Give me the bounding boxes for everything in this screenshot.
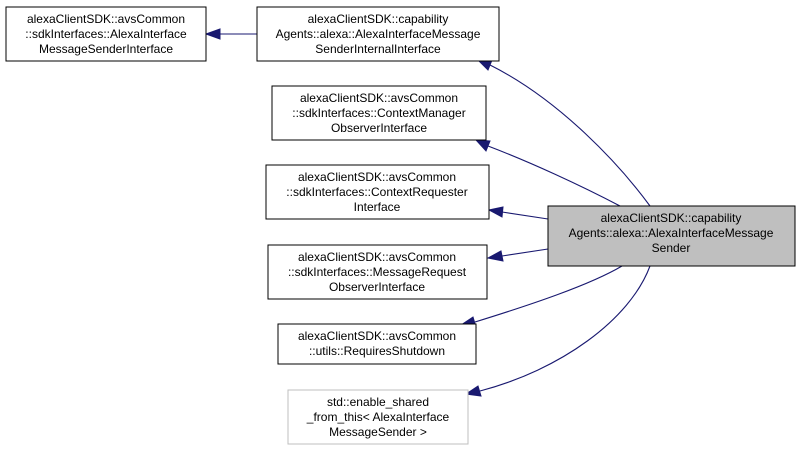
- node-requires-shutdown[interactable]: alexaClientSDK::avsCommon ::utils::Requi…: [277, 323, 477, 365]
- node-label-line: std::enable_shared: [327, 395, 429, 409]
- node-enable-shared-from-this[interactable]: std::enable_shared _from_this< AlexaInte…: [287, 389, 469, 445]
- node-label-line: ObserverInterface: [331, 121, 427, 135]
- node-label-line: alexaClientSDK::capability: [601, 211, 742, 225]
- node-label-line: Agents::alexa::AlexaInterfaceMessage: [276, 27, 481, 41]
- node-label-line: ::sdkInterfaces::MessageRequest: [288, 265, 467, 279]
- nodes: alexaClientSDK::avsCommon ::sdkInterface…: [5, 6, 796, 445]
- edge-sender-to-context-requester: [487, 206, 549, 220]
- node-label-line: alexaClientSDK::avsCommon: [298, 329, 456, 343]
- node-message-request-observer-interface[interactable]: alexaClientSDK::avsCommon ::sdkInterface…: [267, 244, 488, 300]
- node-label-line: Interface: [354, 200, 401, 214]
- node-label-line: ObserverInterface: [329, 280, 425, 294]
- node-label-line: alexaClientSDK::avsCommon: [298, 250, 456, 264]
- node-label-line: Sender: [652, 241, 691, 255]
- node-label-line: _from_this< AlexaInterface: [306, 410, 450, 424]
- node-alexa-interface-message-sender-internal-interface[interactable]: alexaClientSDK::capability Agents::alexa…: [256, 6, 500, 62]
- node-alexa-interface-message-sender[interactable]: alexaClientSDK::capability Agents::alexa…: [547, 205, 796, 267]
- node-label-line: Agents::alexa::AlexaInterfaceMessage: [569, 226, 774, 240]
- edge-sender-to-sender-internal: [477, 59, 651, 207]
- node-label-line: ::sdkInterfaces::AlexaInterface: [25, 27, 187, 41]
- edge-sender-to-message-request-observer: [486, 248, 549, 262]
- node-label-line: SenderInternalInterface: [315, 42, 441, 56]
- node-label-line: MessageSenderInterface: [39, 42, 173, 56]
- node-label-line: alexaClientSDK::avsCommon: [298, 170, 456, 184]
- edge-sender-to-context-manager-observer: [474, 139, 621, 207]
- node-label-line: ::sdkInterfaces::ContextRequester: [286, 185, 467, 199]
- node-label-line: alexaClientSDK::capability: [308, 12, 449, 26]
- node-context-requester-interface[interactable]: alexaClientSDK::avsCommon ::sdkInterface…: [265, 164, 490, 220]
- node-label-line: alexaClientSDK::avsCommon: [27, 12, 185, 26]
- edge-sender-to-enable-shared-from-this: [464, 265, 651, 397]
- edges: [204, 28, 651, 397]
- node-alexa-interface-message-sender-interface[interactable]: alexaClientSDK::avsCommon ::sdkInterface…: [5, 6, 207, 62]
- node-label-line: ::sdkInterfaces::ContextManager: [292, 106, 465, 120]
- node-label-line: alexaClientSDK::avsCommon: [300, 91, 458, 105]
- node-context-manager-observer-interface[interactable]: alexaClientSDK::avsCommon ::sdkInterface…: [271, 85, 487, 141]
- node-label-line: MessageSender >: [329, 425, 427, 439]
- node-label-line: ::utils::RequiresShutdown: [309, 344, 445, 358]
- edge-sender-internal-to-sender-interface: [204, 28, 257, 40]
